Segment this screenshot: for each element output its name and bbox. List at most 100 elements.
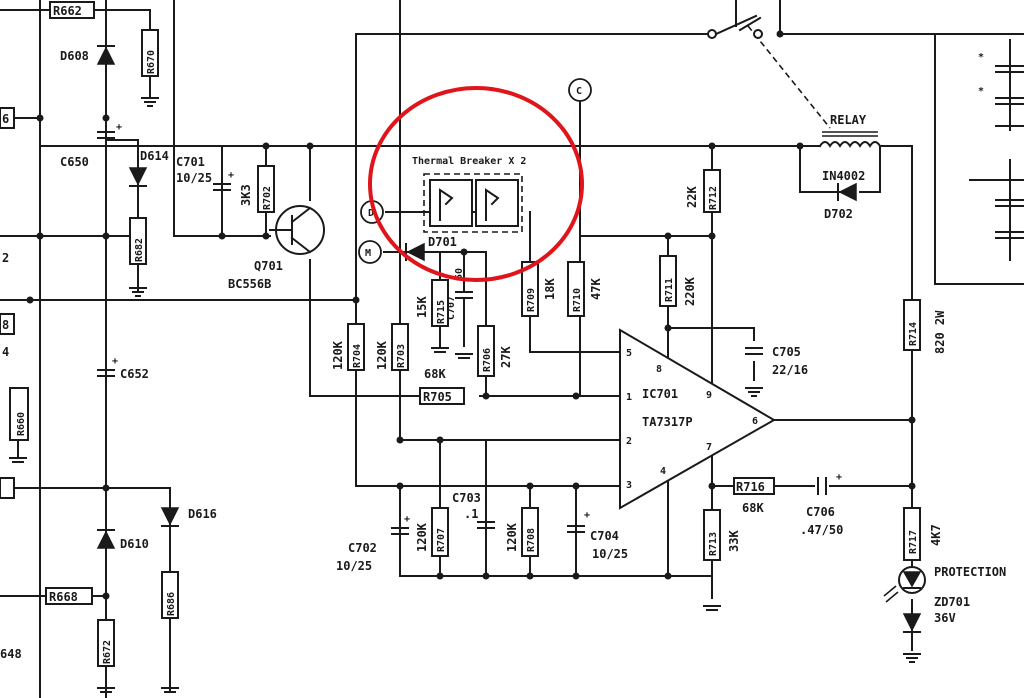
capacitor-c706: C706 .47/50 + (800, 472, 843, 537)
svg-text:R662: R662 (53, 4, 82, 18)
svg-text:648: 648 (0, 647, 22, 661)
svg-text:4: 4 (2, 345, 9, 359)
capacitor-c707: C707 50 (446, 268, 473, 347)
svg-text:4: 4 (660, 466, 666, 477)
svg-text:R706: R706 (482, 348, 493, 372)
svg-text:.1: .1 (464, 507, 478, 521)
svg-text:*: * (978, 86, 984, 97)
svg-text:820 2W: 820 2W (933, 310, 947, 354)
capacitors: C650 + C652 + C701 10/25 + C707 50 C705 … (60, 122, 843, 573)
resistor-r709: R709 18K (521, 261, 557, 317)
resistors: R662 R670 R682 R660 R668 R672 R686 R702 … (9, 1, 947, 667)
svg-text:+: + (836, 472, 842, 483)
svg-text:R717: R717 (908, 530, 919, 554)
svg-text:D610: D610 (120, 537, 149, 551)
svg-text:6: 6 (752, 416, 758, 427)
svg-text:D: D (368, 208, 374, 219)
svg-text:3: 3 (626, 480, 632, 491)
svg-text:120K: 120K (505, 522, 519, 552)
svg-text:6: 6 (2, 112, 9, 126)
diode-d701: D701 (405, 235, 457, 262)
svg-text:18K: 18K (543, 278, 557, 300)
diode-d702: IN4002 D702 (819, 169, 865, 221)
svg-text:R711: R711 (664, 278, 675, 302)
svg-text:120K: 120K (375, 340, 389, 370)
svg-text:R715: R715 (436, 300, 447, 324)
svg-text:C701: C701 (176, 155, 205, 169)
resistor-r707: R707 120K (415, 507, 449, 557)
svg-text:D701: D701 (428, 235, 457, 249)
resistor-r670: R670 (141, 29, 159, 77)
terminal-m: M (358, 240, 382, 264)
relay-coil: RELAY (818, 113, 882, 148)
svg-text:120K: 120K (331, 340, 345, 370)
resistor-r714: R714 820 2W (903, 299, 947, 354)
svg-text:*: * (978, 52, 984, 63)
svg-text:47K: 47K (589, 278, 603, 300)
svg-text:5: 5 (626, 348, 632, 359)
svg-text:+: + (584, 510, 590, 521)
svg-text:Thermal Breaker X 2: Thermal Breaker X 2 (412, 156, 526, 167)
left-edge-labels: 6 8 2 4 648 (0, 107, 22, 661)
svg-text:C702: C702 (348, 541, 377, 555)
svg-text:C: C (576, 86, 582, 97)
svg-text:R672: R672 (102, 640, 113, 664)
svg-text:.47/50: .47/50 (800, 523, 843, 537)
ic-ta7317p: IC701 TA7317P 5 8 9 1 2 7 3 4 6 (619, 328, 776, 510)
svg-text:1: 1 (626, 392, 632, 403)
svg-text:36V: 36V (934, 611, 956, 625)
svg-text:120K: 120K (415, 522, 429, 552)
svg-text:22/16: 22/16 (772, 363, 808, 377)
relay-switch (707, 14, 763, 39)
resistor-r702: R702 3K3 (239, 165, 275, 213)
grounds (9, 89, 921, 693)
svg-text:R707: R707 (436, 528, 447, 552)
svg-text:22K: 22K (685, 186, 699, 208)
svg-text:D616: D616 (188, 507, 217, 521)
svg-text:10/25: 10/25 (336, 559, 372, 573)
resistor-r660: R660 (9, 387, 29, 441)
resistor-r704: R704 120K (331, 323, 365, 371)
svg-text:R668: R668 (49, 590, 78, 604)
right-edge-partials: * * (969, 39, 1024, 261)
resistor-r708: R708 120K (505, 507, 539, 557)
svg-text:7: 7 (706, 442, 712, 453)
svg-text:R704: R704 (352, 344, 363, 368)
resistor-r682: R682 (129, 217, 147, 265)
resistor-r706: R706 27K (477, 325, 513, 377)
svg-text:R708: R708 (526, 528, 537, 552)
resistor-r715: R715 15K (415, 279, 449, 327)
svg-text:R716: R716 (736, 480, 765, 494)
resistor-r672: R672 (97, 619, 115, 667)
resistor-r712: R712 22K (685, 169, 721, 213)
svg-text:68K: 68K (742, 501, 764, 515)
svg-text:R714: R714 (908, 322, 919, 346)
resistor-r705: R705 68K (419, 367, 465, 405)
capacitor-c701: C701 10/25 + (176, 155, 234, 191)
svg-text:33K: 33K (727, 530, 741, 552)
svg-text:C706: C706 (806, 505, 835, 519)
svg-text:IN4002: IN4002 (822, 169, 865, 183)
svg-text:R712: R712 (708, 186, 719, 210)
resistor-r716: R716 68K (733, 477, 775, 515)
svg-text:8: 8 (2, 318, 9, 332)
svg-text:R702: R702 (262, 186, 273, 210)
resistor-r662: R662 (49, 1, 95, 19)
svg-text:+: + (404, 514, 410, 525)
svg-text:+: + (112, 356, 118, 367)
capacitor-c702: C702 10/25 + (336, 514, 410, 573)
transistor-q701: Q701 BC556B (228, 205, 325, 291)
resistor-r686: R686 (161, 571, 179, 619)
svg-text:R709: R709 (526, 288, 537, 312)
resistor-r703: R703 120K (375, 323, 409, 371)
svg-text:Q701: Q701 (254, 259, 283, 273)
svg-text:D608: D608 (60, 49, 89, 63)
svg-text:C650: C650 (60, 155, 89, 169)
resistor-r710: R710 47K (567, 261, 603, 317)
svg-text:R670: R670 (146, 50, 157, 74)
svg-text:8: 8 (656, 364, 662, 375)
svg-text:27K: 27K (499, 346, 513, 368)
diodes: D608 D614 D610 D616 D701 ZD701 36V IN400… (60, 45, 970, 633)
svg-text:C707: C707 (446, 296, 457, 320)
